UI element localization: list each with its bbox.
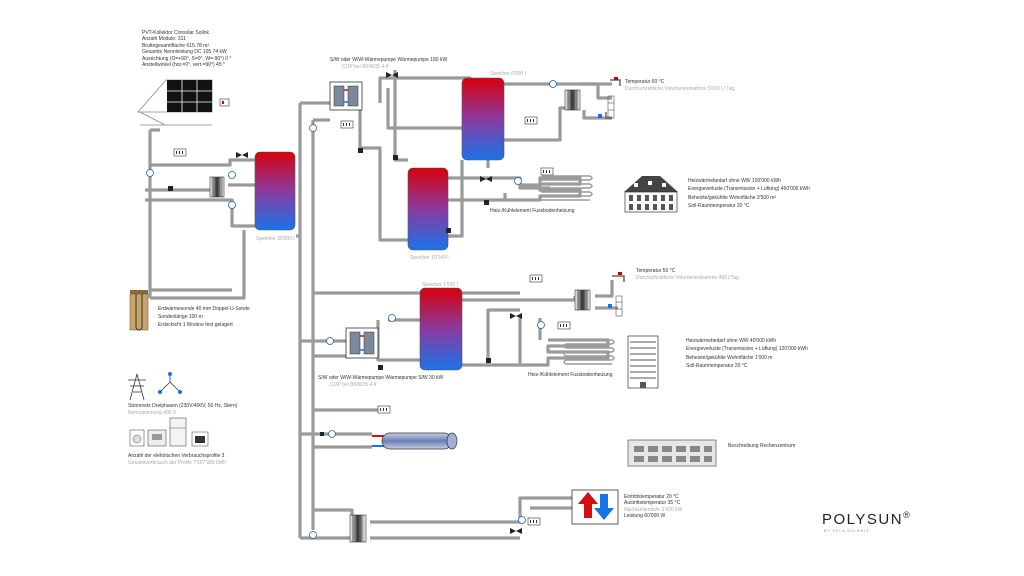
floor-heating-2-icon[interactable] <box>563 339 615 365</box>
dhw1-volume: Durchschnittliche Volumenentnahme 5'000 … <box>625 86 735 92</box>
appliances-consumption: Gesamtverbrauch der Profile 7'587'989 kW… <box>128 460 227 466</box>
polysun-logo: POLYSUN® <box>822 510 911 528</box>
probe-line: Erdschicht 1 Moräne fest gelagert <box>158 321 233 328</box>
pv-line: Ausrichtung (O=+90°, S=0°, W=-90°) 0 ° <box>142 55 232 62</box>
building-1-info: Heizwärmebedarf ohne WW 150'000 kWh Ener… <box>688 178 810 210</box>
recooler-line: Eintrittstemperatur 20 °C <box>624 494 679 500</box>
pv-line: Anzahl Module: 311 <box>142 36 186 43</box>
dhw1-temperature: Temperatur 60 °C <box>625 79 665 85</box>
dhw2-temperature: Temperatur 50 °C <box>636 268 676 274</box>
heat-exchanger-dhw2[interactable] <box>574 289 591 311</box>
storage-main-label: Speicher 30'000 l <box>256 236 295 242</box>
pv-line: Gesamte Nennleistung DC 105.74 kW <box>142 49 227 56</box>
brand-name: POLYSUN <box>822 511 904 528</box>
heat-pump-1-title: S/W oder W/W-Wärmepumpe Wärmepumpe 180 k… <box>330 57 448 63</box>
building-2-icon[interactable] <box>627 335 659 389</box>
dhw2-volume: Durchschnittliche Volumenentnahme 400 l/… <box>636 275 739 281</box>
storage-middle-label: Speicher 10'143 l <box>410 255 449 261</box>
heat-pump-2-cop: COP bei B0/W35 4.4 <box>330 382 377 388</box>
building-2-info: Heizwärmebedarf ohne WW 40'000 kWh Energ… <box>686 338 808 370</box>
storage-tank-lower[interactable] <box>419 287 463 371</box>
floor-heating-2-label: Heiz-/Kühlelement Fussbodenheizung <box>528 372 613 378</box>
heat-exchanger-cooler[interactable] <box>349 514 367 543</box>
brand-registered: ® <box>903 510 912 520</box>
power-grid-icon[interactable] <box>128 372 182 401</box>
pv-line: PVT-Kollektor Consolar Solink <box>142 30 209 36</box>
grid-label: Stromnetz Dreiphasen (230V/400V, 50 Hz, … <box>128 403 238 409</box>
meter-icon <box>219 98 230 107</box>
building-2-line: Energieverluste (Transmission + Lüftung)… <box>686 346 808 353</box>
building-1-line: Beheizte/gekühlte Wohnfläche 3'500 m² <box>688 194 777 201</box>
building-1-icon[interactable] <box>624 176 678 213</box>
pipe-network <box>145 70 618 540</box>
storage-tank-upper[interactable] <box>461 77 505 161</box>
datacenter-icon[interactable] <box>627 439 717 467</box>
pv-line: Anstellwinkel (hor.=0°, vert.=90°) 45 ° <box>142 62 225 69</box>
storage-upper-label: Speicher 6'000 l <box>490 71 526 77</box>
recooler-power: Leistung 60'000 W <box>624 513 666 520</box>
heat-exchanger-pv[interactable] <box>209 176 225 198</box>
recooler-icon[interactable] <box>571 489 619 525</box>
ground-probe-info: Erdwärmesonde 40 mm Doppel-U-Sonde Sonde… <box>158 306 250 328</box>
heat-pump-1-cop: COP bei B0/W35 4.4 <box>342 64 389 70</box>
polysun-subtitle: BY VELA SOLARIS <box>824 529 870 533</box>
controller-dots <box>176 119 567 523</box>
heat-pump-2-icon[interactable] <box>345 327 379 359</box>
heat-pump-2-title: S/W oder W/W-Wärmepumpe Wärmepumpe S/W 3… <box>318 375 444 381</box>
recooler-line: Austrittstemperatur 35 °C <box>624 500 681 507</box>
floor-heating-1-label: Heiz-/Kühlelement Fussbodenheizung <box>490 208 575 214</box>
datacenter-label: Beschreibung Rechenzentrum <box>728 443 796 449</box>
probe-line: Erdwärmesonde 40 mm Doppel-U-Sonde <box>158 306 250 312</box>
building-2-line: Beheizte/gekühlte Wohnfläche 1'000 m <box>686 354 773 361</box>
building-1-line: Soll-Raumtemperatur 20 °C <box>688 203 750 210</box>
probe-line: Sondenlänge 100 m <box>158 313 203 320</box>
grid-voltage: Nennspannung 400 V <box>128 410 177 416</box>
recooler-info: Eintrittstemperatur 20 °C Austrittstempe… <box>624 494 682 520</box>
heat-pump-1-icon[interactable] <box>329 81 363 111</box>
appliances-label: Anzahl der elektrischen Verbrauchsprofil… <box>128 453 225 459</box>
recooler-grey-line: Nachkühlerstufe 3'420 kW <box>624 506 683 513</box>
floor-heating-1-icon[interactable] <box>539 175 593 201</box>
cooling-cylinder-icon[interactable] <box>381 432 458 450</box>
valves[interactable] <box>168 72 522 534</box>
building-1-line: Energieverluste (Transmission + Lüftung)… <box>688 186 810 193</box>
storage-tank-main[interactable] <box>254 151 296 231</box>
dhw-grid-symbols <box>607 95 623 317</box>
building-2-line: Heizwärmebedarf ohne WW 40'000 kWh <box>686 338 777 344</box>
pv-line: Bruttogesamtfläche 615.78 m² <box>142 42 209 49</box>
storage-lower-label: Speicher 1'500 l <box>422 282 458 288</box>
ground-probe-icon[interactable] <box>129 290 149 331</box>
appliances-icon[interactable] <box>129 417 209 447</box>
pv-collector-info: PVT-Kollektor Consolar Solink Anzahl Mod… <box>142 30 231 68</box>
building-2-line: Soll-Raumtemperatur 20 °C <box>686 363 748 370</box>
building-1-line: Heizwärmebedarf ohne WW 150'000 kWh <box>688 178 781 184</box>
circulation-pumps[interactable] <box>146 80 557 539</box>
dhw-tap-2-icon[interactable] <box>608 272 625 308</box>
pvt-collector-icon[interactable] <box>137 79 213 126</box>
storage-tank-middle[interactable] <box>407 167 449 251</box>
heat-exchanger-dhw1[interactable] <box>564 89 581 111</box>
